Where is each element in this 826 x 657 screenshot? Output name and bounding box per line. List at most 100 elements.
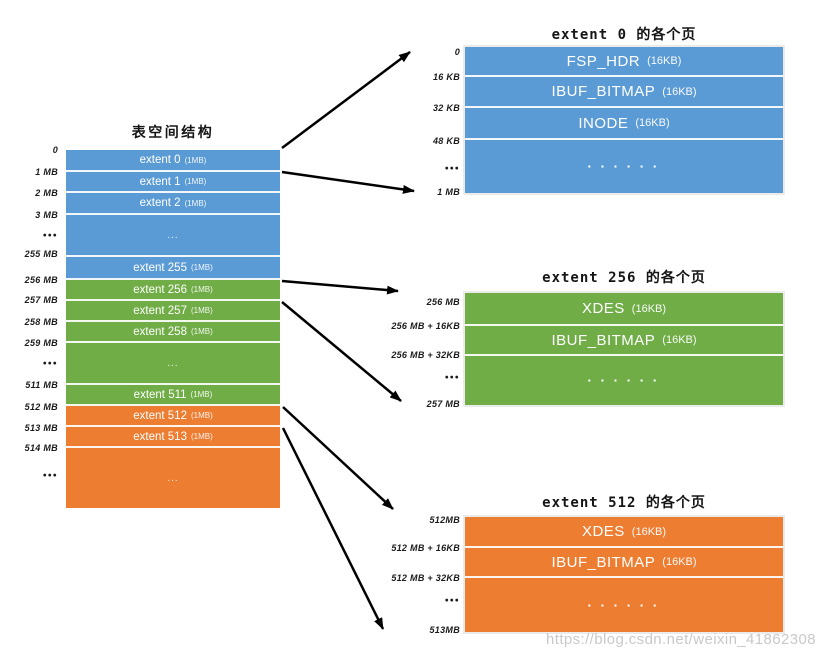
page-rows-ellipsis: ▪ ▪ ▪ ▪ ▪ ▪ [465, 356, 783, 405]
extent-row-256: extent 256(1MB) [66, 280, 280, 301]
extent-row-0: extent 0(1MB) [66, 150, 280, 172]
page-row-ibuf-bitmap: IBUF_BITMAP (16KB) [465, 77, 783, 108]
extent0-axis-0: 0 [454, 47, 460, 57]
extent-row-label: extent 512 [133, 409, 187, 422]
extent256-axis-16kb: 256 MB + 16KB [391, 321, 460, 331]
extent256-axis-ellipsis: ••• [444, 372, 460, 384]
extent-row-1: extent 1(1MB) [66, 172, 280, 193]
extent512-axis-16kb: 512 MB + 16KB [391, 543, 460, 553]
extent0-pages-title: extent 0 的各个页 [551, 27, 697, 43]
extent256-pages-title: extent 256 的各个页 [542, 270, 706, 286]
extent-row-label: extent 2 [139, 197, 181, 209]
extent512-axis-32kb: 512 MB + 32KB [391, 573, 460, 583]
page-row-label: XDES [581, 523, 625, 540]
extent-row-513: extent 513(1MB) [66, 427, 280, 448]
extent-rows-ellipsis-blue: ... [66, 215, 280, 257]
page-row-label: IBUF_BITMAP [551, 331, 656, 349]
page-row-label: XDES [581, 300, 625, 317]
extent512-pages-block: XDES (16KB) IBUF_BITMAP (16KB) ▪ ▪ ▪ ▪ ▪ ▪ [463, 515, 785, 634]
arrow-extent512-top [282, 406, 394, 510]
extent-row-label: extent 258 [133, 325, 187, 338]
page-row-size: (16KB) [635, 117, 670, 129]
extent0-pages-block: FSP_HDR (16KB) IBUF_BITMAP (16KB) INODE (16… [463, 45, 785, 195]
tablespace-title: 表空间结构 [131, 124, 215, 140]
axis-label-0mb: 0 [52, 145, 58, 155]
extent512-axis-512mb: 512MB [429, 515, 460, 525]
axis-label-ellipsis-3: ••• [42, 470, 58, 482]
ellipsis-label: ... [167, 229, 179, 241]
extent-row-511: extent 511(1MB) [66, 385, 280, 406]
extent-row-size: (1MB) [190, 411, 213, 420]
extent512-axis-ellipsis: ••• [444, 595, 460, 607]
arrow-extent0-top [281, 51, 411, 149]
axis-label-512mb: 512 MB [24, 402, 58, 412]
page-row-ibuf-bitmap: IBUF_BITMAP (16KB) [465, 326, 783, 356]
page-rows-ellipsis: ▪ ▪ ▪ ▪ ▪ ▪ [465, 578, 783, 632]
page-row-ibuf-bitmap: IBUF_BITMAP (16KB) [465, 548, 783, 578]
axis-label-ellipsis-1: ••• [42, 230, 58, 242]
extent512-axis-513mb: 513MB [429, 625, 460, 635]
extent-row-label: extent 511 [133, 388, 187, 401]
axis-label-258mb: 258 MB [24, 317, 58, 327]
extent256-axis-257mb: 257 MB [426, 399, 460, 409]
extent-row-512: extent 512(1MB) [66, 406, 280, 427]
page-row-label: IBUF_BITMAP [551, 83, 656, 100]
extent-row-label: extent 0 [139, 154, 181, 166]
page-row-label: IBUF_BITMAP [551, 553, 656, 571]
page-row-size: (16KB) [662, 334, 697, 346]
extent0-axis-ellipsis: ••• [444, 163, 460, 175]
extent-row-label: extent 255 [133, 261, 187, 274]
page-row-label: INODE [578, 114, 629, 132]
page-row-size: (16KB) [647, 55, 682, 67]
extent-row-2: extent 2(1MB) [66, 193, 280, 215]
ellipsis-label: ... [167, 357, 179, 369]
axis-label-1mb: 1 MB [35, 167, 58, 177]
page-row-size: (16KB) [662, 556, 697, 568]
ellipsis-label: ▪ ▪ ▪ ▪ ▪ ▪ [587, 376, 661, 385]
extent512-pages-title: extent 512 的各个页 [542, 495, 706, 511]
axis-label-514mb: 514 MB [24, 443, 58, 453]
page-row-size: (16KB) [631, 525, 667, 538]
extent-row-label: extent 513 [133, 430, 187, 443]
extent-rows-ellipsis-green: ... [66, 343, 280, 385]
page-row-inode: INODE (16KB) [465, 108, 783, 140]
page-row-label: FSP_HDR [566, 52, 641, 70]
arrow-extent256-top [281, 279, 399, 295]
extent-row-size: (1MB) [190, 285, 213, 294]
extent256-axis-256mb: 256 MB [426, 297, 460, 307]
page-row-size: (16KB) [631, 302, 667, 315]
extent-rows-ellipsis-orange: ... [66, 448, 280, 508]
ellipsis-label: ▪ ▪ ▪ ▪ ▪ ▪ [587, 600, 661, 610]
extent0-axis-16kb: 16 KB [432, 72, 460, 82]
extent256-pages-block: XDES (16KB) IBUF_BITMAP (16KB) ▪ ▪ ▪ ▪ ▪ ▪ [463, 291, 785, 407]
page-row-xdes: XDES (16KB) [465, 293, 783, 326]
extent256-axis-32kb: 256 MB + 32KB [391, 350, 460, 360]
page-row-xdes: XDES (16KB) [465, 517, 783, 548]
ellipsis-label: ▪ ▪ ▪ ▪ ▪ ▪ [587, 162, 661, 171]
extent-row-size: (1MB) [184, 155, 207, 165]
extent0-axis-32kb: 32 KB [432, 103, 460, 113]
tablespace-column: extent 0(1MB) extent 1(1MB) extent 2(1MB… [66, 150, 280, 508]
axis-label-3mb: 3 MB [35, 210, 58, 220]
extent-row-size: (1MB) [184, 177, 207, 186]
extent-row-258: extent 258(1MB) [66, 322, 280, 343]
extent0-axis-48kb: 48 KB [432, 136, 460, 146]
extent-row-size: (1MB) [190, 390, 213, 399]
axis-label-513mb: 513 MB [24, 423, 58, 433]
extent-row-size: (1MB) [190, 263, 213, 272]
page-row-size: (16KB) [662, 85, 697, 98]
axis-label-256mb: 256 MB [24, 275, 58, 285]
extent-row-size: (1MB) [184, 198, 207, 208]
axis-label-2mb: 2 MB [35, 188, 58, 198]
extent-row-label: extent 256 [133, 283, 187, 296]
extent-row-label: extent 1 [139, 175, 181, 188]
watermark-url: https://blog.csdn.net/weixin_41862308 [546, 631, 816, 648]
axis-label-511mb: 511 MB [25, 380, 58, 390]
extent-row-255: extent 255(1MB) [66, 257, 280, 280]
extent-row-size: (1MB) [190, 327, 213, 336]
extent-row-size: (1MB) [190, 306, 213, 315]
extent-row-size: (1MB) [190, 432, 213, 441]
extent-row-257: extent 257(1MB) [66, 301, 280, 322]
axis-label-255mb: 255 MB [24, 249, 58, 259]
